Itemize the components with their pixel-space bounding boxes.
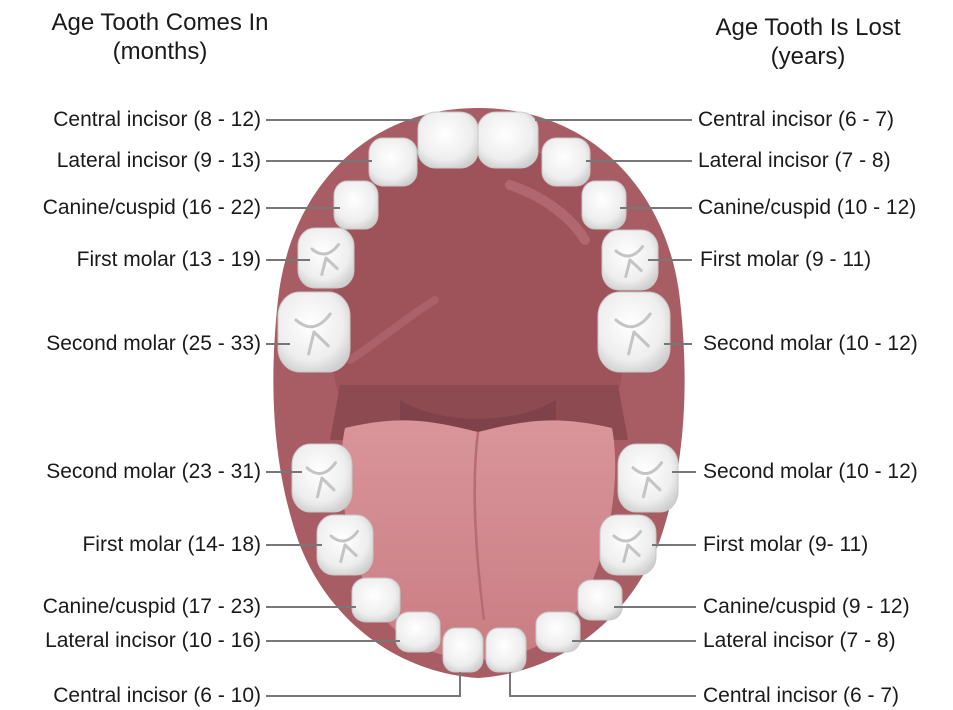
label-upper-right-first-molar: First molar (9 - 11) [700,248,871,272]
upper-left-canine-tooth [334,181,378,229]
label-upper-left-lateral-incisor: Lateral incisor (9 - 13) [57,149,261,173]
label-lower-right-lateral-incisor: Lateral incisor (7 - 8) [703,629,896,653]
label-upper-left-first-molar: First molar (13 - 19) [77,248,261,272]
label-lower-right-canine: Canine/cuspid (9 - 12) [703,595,910,619]
label-upper-left-canine: Canine/cuspid (16 - 22) [43,196,261,220]
lower-left-canine-tooth [352,578,400,622]
lower-right-lateral-incisor-tooth [536,612,580,652]
label-lower-left-central-incisor: Central incisor (6 - 10) [53,684,261,708]
lower-left-lateral-incisor-tooth [396,612,440,652]
label-upper-left-central-incisor: Central incisor (8 - 12) [53,108,261,132]
lower-right-canine-tooth [578,580,622,620]
label-upper-right-lateral-incisor: Lateral incisor (7 - 8) [698,149,891,173]
label-lower-left-second-molar: Second molar (23 - 31) [46,460,261,484]
label-upper-right-second-molar: Second molar (10 - 12) [703,332,918,356]
header-left: Age Tooth Comes In (months) [20,8,300,66]
header-right-line1: Age Tooth Is Lost [668,13,948,42]
label-lower-right-second-molar: Second molar (10 - 12) [703,460,918,484]
header-left-line1: Age Tooth Comes In [20,8,300,37]
upper-right-lateral-incisor-tooth [542,138,590,186]
label-lower-right-first-molar: First molar (9- 11) [703,533,868,557]
label-lower-left-first-molar: First molar (14- 18) [82,533,261,557]
label-upper-right-canine: Canine/cuspid (10 - 12) [698,196,916,220]
lower-left-central-incisor-tooth [443,628,483,672]
header-left-line2: (months) [20,37,300,66]
upper-left-central-incisor-tooth [418,112,478,168]
upper-right-central-incisor-tooth [478,112,538,168]
upper-right-canine-tooth [582,181,626,229]
lower-right-central-incisor-leader-line [510,672,696,696]
lower-right-central-incisor-tooth [486,628,526,672]
label-upper-right-central-incisor: Central incisor (6 - 7) [698,108,894,132]
header-right: Age Tooth Is Lost (years) [668,13,948,71]
upper-left-lateral-incisor-tooth [369,138,417,186]
label-upper-left-second-molar: Second molar (25 - 33) [46,332,261,356]
label-lower-right-central-incisor: Central incisor (6 - 7) [703,684,899,708]
header-right-line2: (years) [668,42,948,71]
label-lower-left-canine: Canine/cuspid (17 - 23) [43,595,261,619]
lower-left-central-incisor-leader-line [266,672,460,696]
label-lower-left-lateral-incisor: Lateral incisor (10 - 16) [45,629,261,653]
